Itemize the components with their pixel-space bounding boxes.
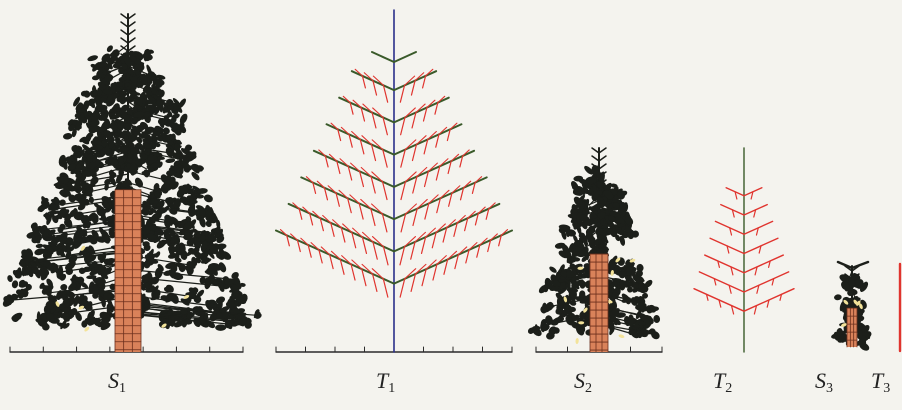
branch — [694, 289, 744, 314]
branch — [394, 177, 487, 232]
skeleton-t2 — [694, 148, 794, 352]
branch — [744, 238, 778, 253]
caption-t2: T2 — [713, 370, 732, 396]
branch — [744, 205, 767, 217]
branch — [744, 289, 794, 314]
caption-s2: S2 — [574, 370, 592, 396]
branch — [301, 177, 394, 232]
branch — [339, 96, 394, 134]
caption-t1: T1 — [376, 370, 395, 396]
trunk — [847, 308, 857, 347]
branch — [699, 272, 744, 293]
tree-s3 — [830, 262, 873, 352]
branch — [726, 188, 744, 199]
branch — [710, 238, 744, 253]
branch — [721, 205, 744, 217]
caption-s3: S3 — [815, 370, 833, 396]
skeleton-t1 — [276, 10, 512, 352]
branch — [394, 69, 436, 102]
caption-t3: T3 — [871, 370, 890, 396]
tree-s1 — [1, 14, 263, 352]
tree-s2 — [527, 148, 662, 352]
caption-s1: S1 — [108, 370, 126, 396]
branch — [744, 188, 762, 199]
branch — [715, 221, 744, 235]
branch — [744, 255, 783, 275]
branch — [352, 69, 394, 102]
branch — [705, 255, 744, 275]
branch — [744, 272, 789, 293]
branch — [744, 221, 773, 235]
trunk — [590, 254, 608, 352]
branch — [394, 96, 449, 134]
